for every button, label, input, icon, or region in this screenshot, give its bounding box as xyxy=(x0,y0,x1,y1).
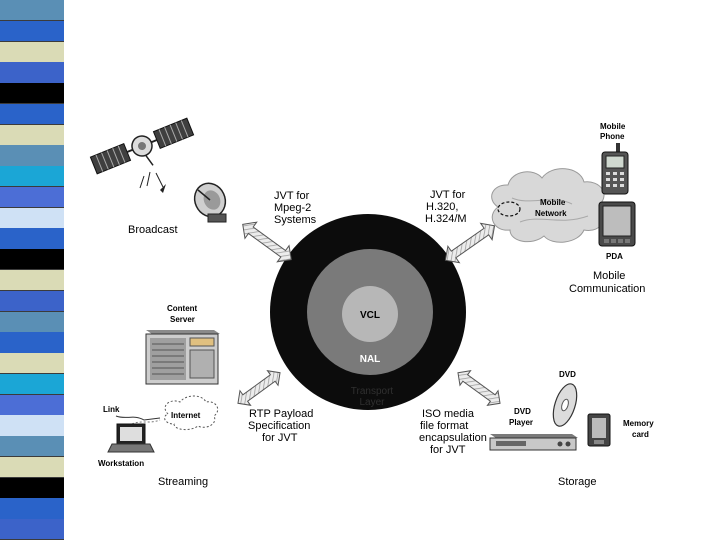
memory-card-line1: Memory xyxy=(623,419,654,428)
workstation-label: Workstation xyxy=(98,459,144,468)
broadcast-spec-line1: JVT for xyxy=(274,190,310,202)
stripe-block xyxy=(0,270,64,292)
mobile-label-line1: Mobile xyxy=(593,270,625,282)
stripe-block xyxy=(0,353,64,375)
mobile-network-line2: Network xyxy=(535,209,567,218)
broadcast-group: Broadcast JVT for Mpeg-2 Systems xyxy=(89,117,317,236)
link-label: Link xyxy=(103,405,120,414)
transport-label-line2: Layer xyxy=(359,397,385,408)
streaming-spec-line3: for JVT xyxy=(262,432,298,444)
mobile-phone-label-line1: Mobile xyxy=(600,122,626,131)
arrows xyxy=(237,221,501,406)
storage-label: Storage xyxy=(558,476,597,488)
mobile-phone-icon xyxy=(601,143,629,195)
memory-card-line2: card xyxy=(632,430,649,439)
pda-icon xyxy=(598,201,636,247)
transport-label-line1: Transport xyxy=(351,386,394,397)
dvd-player-line1: DVD xyxy=(514,407,531,416)
stripe-block xyxy=(0,394,64,416)
stripe-block xyxy=(0,207,64,229)
stripe-block xyxy=(0,166,64,188)
stripe-block xyxy=(0,83,64,105)
stripe-block xyxy=(0,20,64,43)
cloud-icon xyxy=(164,395,219,431)
decorative-stripe xyxy=(0,0,64,540)
arrow-broadcast xyxy=(242,221,292,263)
dvd-disc-icon xyxy=(552,383,578,427)
storage-spec-line2: file format xyxy=(420,420,468,432)
server-icon xyxy=(145,330,220,385)
stripe-block xyxy=(0,436,64,458)
mobile-spec-line1: JVT for xyxy=(430,189,466,201)
nal-label: NAL xyxy=(360,354,381,365)
broadcast-spec-line3: Systems xyxy=(274,214,317,226)
stripe-block xyxy=(0,415,64,437)
broadcast-spec: JVT for Mpeg-2 Systems xyxy=(274,190,317,226)
stripe-block xyxy=(0,228,64,250)
stripe-block xyxy=(0,145,64,167)
mobile-spec-line3: H.324/M xyxy=(425,213,467,225)
streaming-spec-line2: Specification xyxy=(248,420,310,432)
stripe-block xyxy=(0,373,64,396)
layer-circles: VCL NAL Transport Layer xyxy=(270,214,466,410)
satellite-dish-icon xyxy=(193,182,227,223)
mobile-group: JVT for H.320, H.324/M Mobile Network Mo… xyxy=(425,122,645,295)
cloud-icon xyxy=(491,168,606,243)
arrow-mobile xyxy=(444,222,496,264)
mobile-phone-label-line2: Phone xyxy=(600,132,625,141)
stripe-block xyxy=(0,103,64,126)
stripe-block xyxy=(0,41,64,63)
stripe-block xyxy=(0,290,64,313)
stripe-block xyxy=(0,311,64,333)
broadcast-spec-line2: Mpeg-2 xyxy=(274,202,311,214)
broadcast-label: Broadcast xyxy=(128,224,178,236)
stripe-block xyxy=(0,456,64,479)
stripe-block xyxy=(0,186,64,209)
stripe-block xyxy=(0,249,64,271)
streaming-spec: RTP Payload Specification for JVT xyxy=(248,408,313,444)
vcl-core xyxy=(342,286,398,342)
mobile-network-line1: Mobile xyxy=(540,198,566,207)
arrow-storage xyxy=(457,370,501,406)
storage-spec-line3: encapsulation xyxy=(419,432,487,444)
content-server-line1: Content xyxy=(167,304,198,313)
storage-spec-line1: ISO media xyxy=(422,408,475,420)
mobile-spec: JVT for H.320, H.324/M xyxy=(425,189,467,225)
stripe-block xyxy=(0,62,64,84)
content-server-line2: Server xyxy=(170,315,195,324)
dvd-player-line2: Player xyxy=(509,418,533,427)
stripe-block xyxy=(0,0,64,22)
mobile-spec-line2: H.320, xyxy=(426,201,458,213)
vcl-label: VCL xyxy=(360,310,380,321)
stripe-block xyxy=(0,477,64,499)
pda-label: PDA xyxy=(606,252,623,261)
internet-label: Internet xyxy=(171,411,201,420)
dvd-player-icon xyxy=(489,434,578,451)
mobile-label-line2: Communication xyxy=(569,283,645,295)
streaming-spec-line1: RTP Payload xyxy=(249,408,313,420)
storage-group: ISO media file format encapsulation for … xyxy=(419,370,654,488)
storage-spec-line4: for JVT xyxy=(430,444,466,456)
memory-card-icon xyxy=(587,413,611,447)
stripe-block xyxy=(0,332,64,354)
storage-spec: ISO media file format encapsulation for … xyxy=(419,408,487,456)
streaming-group: Content Server Internet Link Workstation… xyxy=(98,304,313,488)
stripe-block xyxy=(0,498,64,520)
laptop-icon xyxy=(107,423,155,453)
stripe-block xyxy=(0,124,64,146)
streaming-label: Streaming xyxy=(158,476,208,488)
arrow-streaming xyxy=(237,370,281,406)
dvd-label: DVD xyxy=(559,370,576,379)
satellite-icon xyxy=(89,117,195,193)
